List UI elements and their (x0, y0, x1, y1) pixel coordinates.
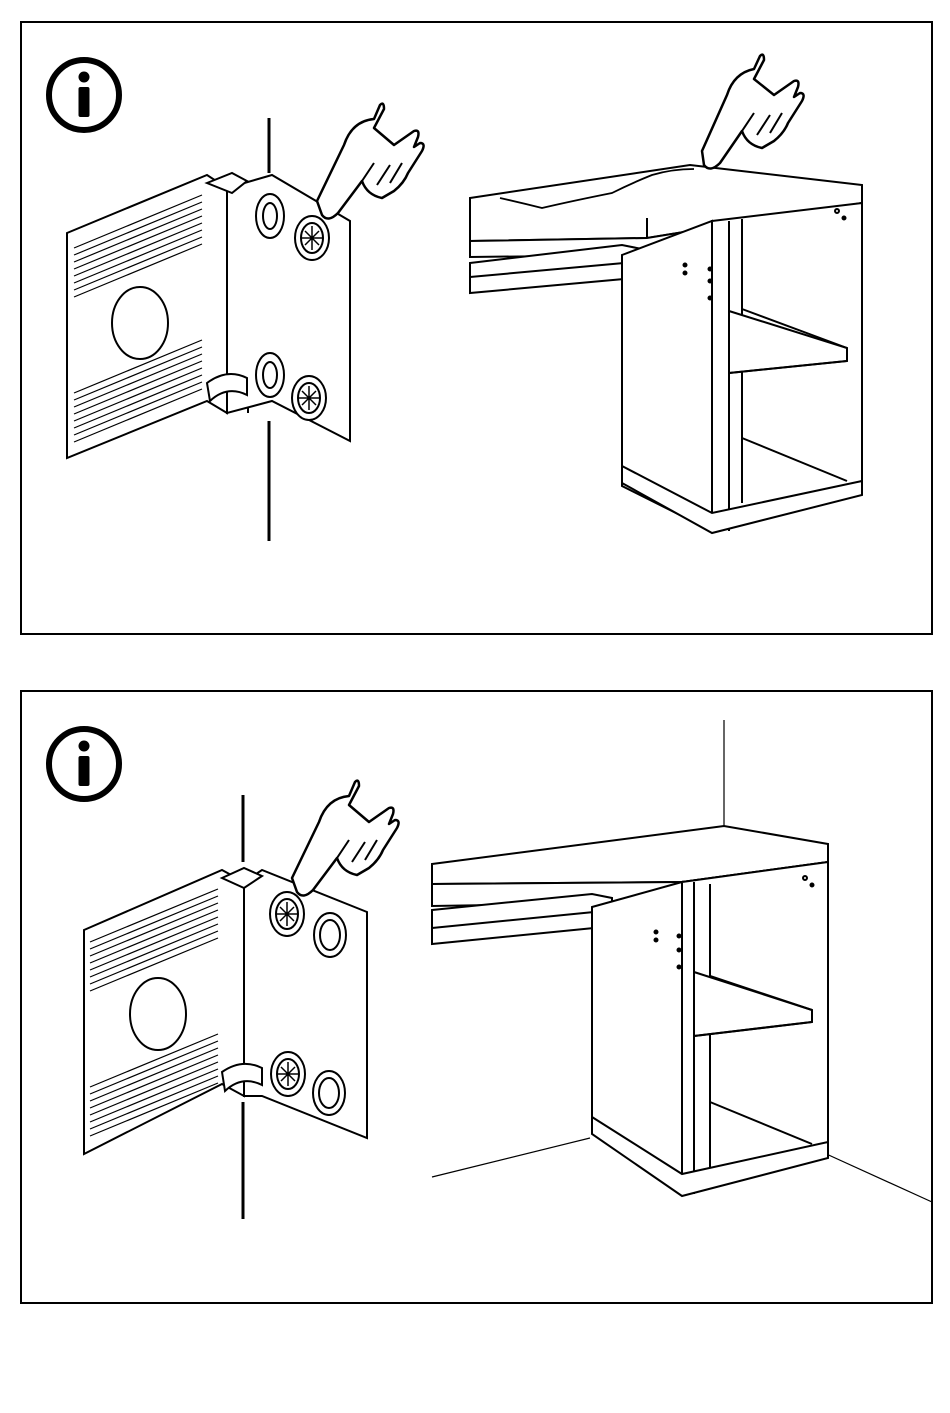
bracket-large-hole (112, 287, 168, 359)
pointing-hand-icon (292, 781, 399, 896)
corner-bracket-right-wing (244, 870, 367, 1138)
instruction-panel-1 (20, 21, 933, 635)
panel-1-illustration (22, 23, 935, 637)
panel-2-illustration (22, 692, 935, 1306)
instruction-panel-2 (20, 690, 933, 1304)
desk-illustration (432, 826, 828, 1196)
bracket-large-hole (130, 978, 186, 1050)
pointing-hand-icon (702, 55, 804, 169)
desk-illustration (470, 165, 862, 533)
pointing-hand-icon (317, 104, 424, 219)
